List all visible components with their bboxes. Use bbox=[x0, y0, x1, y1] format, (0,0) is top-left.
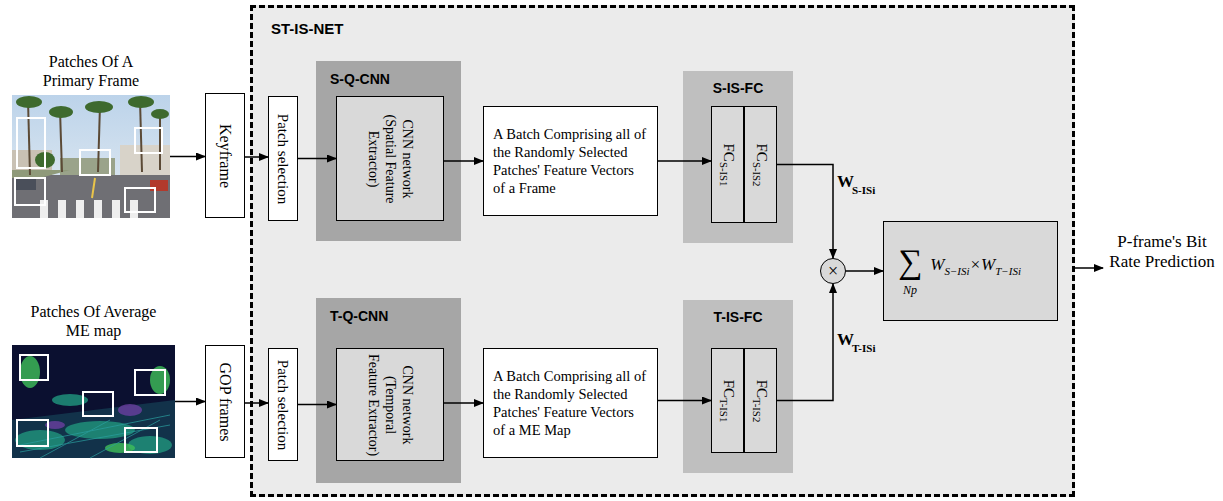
symbol: ×W bbox=[970, 255, 996, 274]
multiply-sign: × bbox=[828, 262, 838, 280]
box-label: CNN network (Spatial Feature Extractor) bbox=[367, 114, 416, 203]
vertical-box: Keyframe bbox=[205, 93, 245, 218]
vertical-text: Keyframe bbox=[215, 98, 234, 213]
group-title: T-Q-CNN bbox=[330, 308, 388, 324]
group-box: S-IS-FCFCS-IS1FCS-IS2 bbox=[683, 71, 793, 243]
weight-label: W bbox=[837, 330, 854, 350]
vertical-box: GOP frames bbox=[205, 345, 245, 458]
process-box: A Batch Comprising all of the Randomly S… bbox=[483, 348, 658, 458]
image-heading: Patches Of A Primary Frame bbox=[31, 53, 151, 90]
weight-label: S-ISi bbox=[852, 184, 875, 197]
sum-sign: ∑ bbox=[898, 245, 922, 279]
arrow-connector bbox=[777, 165, 833, 259]
box-label: A Batch Comprising all of the Randomly S… bbox=[493, 125, 648, 198]
symbol: W bbox=[930, 255, 944, 274]
image-panel: Patches Of Average ME map bbox=[12, 345, 175, 458]
subscript: S-IS1 bbox=[718, 161, 730, 186]
box-label: FC bbox=[754, 379, 770, 397]
arrow-connector bbox=[777, 284, 833, 401]
arrow-connector bbox=[245, 156, 268, 158]
arrow-connector bbox=[245, 402, 268, 404]
vertical-text: FCS-IS2 bbox=[750, 111, 771, 218]
vertical-box: Patch selection bbox=[268, 96, 298, 221]
vertical-text: CNN network (Spatial Feature Extractor) bbox=[365, 101, 415, 216]
vertical-text: FCT-IS1 bbox=[717, 353, 738, 448]
box-label: Keyframe bbox=[217, 124, 234, 188]
vertical-text: CNN network (Temporal Feature Extractor) bbox=[365, 353, 415, 456]
vertical-box: Patch selection bbox=[268, 348, 298, 461]
subscript: T-IS1 bbox=[718, 398, 730, 422]
sum-column: ∑ Np bbox=[898, 245, 922, 298]
group-title: ST-IS-NET bbox=[271, 20, 344, 37]
box-label: CNN network (Temporal Feature Extractor) bbox=[367, 353, 416, 455]
vertical-text: Patch selection bbox=[274, 353, 292, 456]
group-title: S-Q-CNN bbox=[330, 71, 390, 87]
process-box: A Batch Comprising all of the Randomly S… bbox=[483, 106, 658, 216]
arrow-connector bbox=[846, 270, 883, 272]
vertical-text: FCS-IS1 bbox=[717, 111, 738, 218]
subscript: T−ISi bbox=[995, 265, 1021, 277]
vertical-box: CNN network (Spatial Feature Extractor) bbox=[336, 96, 444, 221]
vertical-text: Patch selection bbox=[274, 101, 292, 216]
box-label: FC bbox=[721, 379, 737, 397]
box-label: Patch selection bbox=[275, 359, 291, 449]
vertical-box: FCT-IS2 bbox=[744, 348, 777, 453]
box-label: GOP frames bbox=[217, 362, 234, 441]
arrow-connector bbox=[444, 160, 483, 162]
group-box: ST-IS-NET Patch selection S-Q-CNN CNN netwo… bbox=[250, 5, 1075, 497]
group-title: S-IS-FC bbox=[683, 80, 793, 96]
box-label: FC bbox=[721, 143, 737, 161]
vertical-box: FCS-IS1 bbox=[711, 106, 744, 223]
motion-map bbox=[12, 345, 175, 458]
image-heading: Patches Of Average ME map bbox=[24, 303, 164, 340]
street-photo bbox=[12, 95, 170, 218]
arrow-connector bbox=[658, 400, 711, 402]
weight-label: T-ISi bbox=[852, 342, 875, 355]
multiply-circle: × bbox=[820, 258, 846, 284]
box-label: A Batch Comprising all of the Randomly S… bbox=[493, 367, 648, 440]
vertical-box: CNN network (Temporal Feature Extractor) bbox=[336, 348, 444, 461]
weight-label: W bbox=[837, 172, 854, 192]
output-label: P-frame's Bit Rate Prediction bbox=[1106, 232, 1218, 273]
box-label: Patch selection bbox=[275, 113, 291, 203]
sum-term: WS−ISi×WT−ISi bbox=[930, 255, 1021, 276]
formula-box: ∑ Np WS−ISi×WT−ISi bbox=[883, 221, 1058, 321]
vertical-box: FCT-IS1 bbox=[711, 348, 744, 453]
vertical-box: FCS-IS2 bbox=[744, 106, 777, 223]
vertical-text: FCT-IS2 bbox=[750, 353, 771, 448]
arrow-connector bbox=[658, 160, 711, 162]
subscript: S−ISi bbox=[944, 265, 969, 277]
image-panel: Patches Of A Primary Frame bbox=[12, 95, 170, 218]
group-title: T-IS-FC bbox=[683, 309, 793, 325]
subscript: S-IS2 bbox=[751, 161, 763, 186]
group-box: S-Q-CNN CNN network (Spatial Feature Extr… bbox=[316, 61, 461, 241]
arrow-connector bbox=[175, 401, 205, 403]
arrow-connector bbox=[170, 156, 205, 158]
group-box: T-IS-FCFCT-IS1FCT-IS2 bbox=[683, 300, 793, 473]
sum-index: Np bbox=[903, 283, 917, 298]
arrow-connector bbox=[444, 402, 483, 404]
group-box: T-Q-CNN CNN network (Temporal Feature Ext… bbox=[316, 298, 461, 483]
subscript: T-IS2 bbox=[751, 398, 763, 422]
box-label: FC bbox=[754, 143, 770, 161]
vertical-text: GOP frames bbox=[215, 350, 234, 453]
arrow-connector bbox=[298, 404, 336, 406]
arrow-connector bbox=[298, 158, 336, 160]
